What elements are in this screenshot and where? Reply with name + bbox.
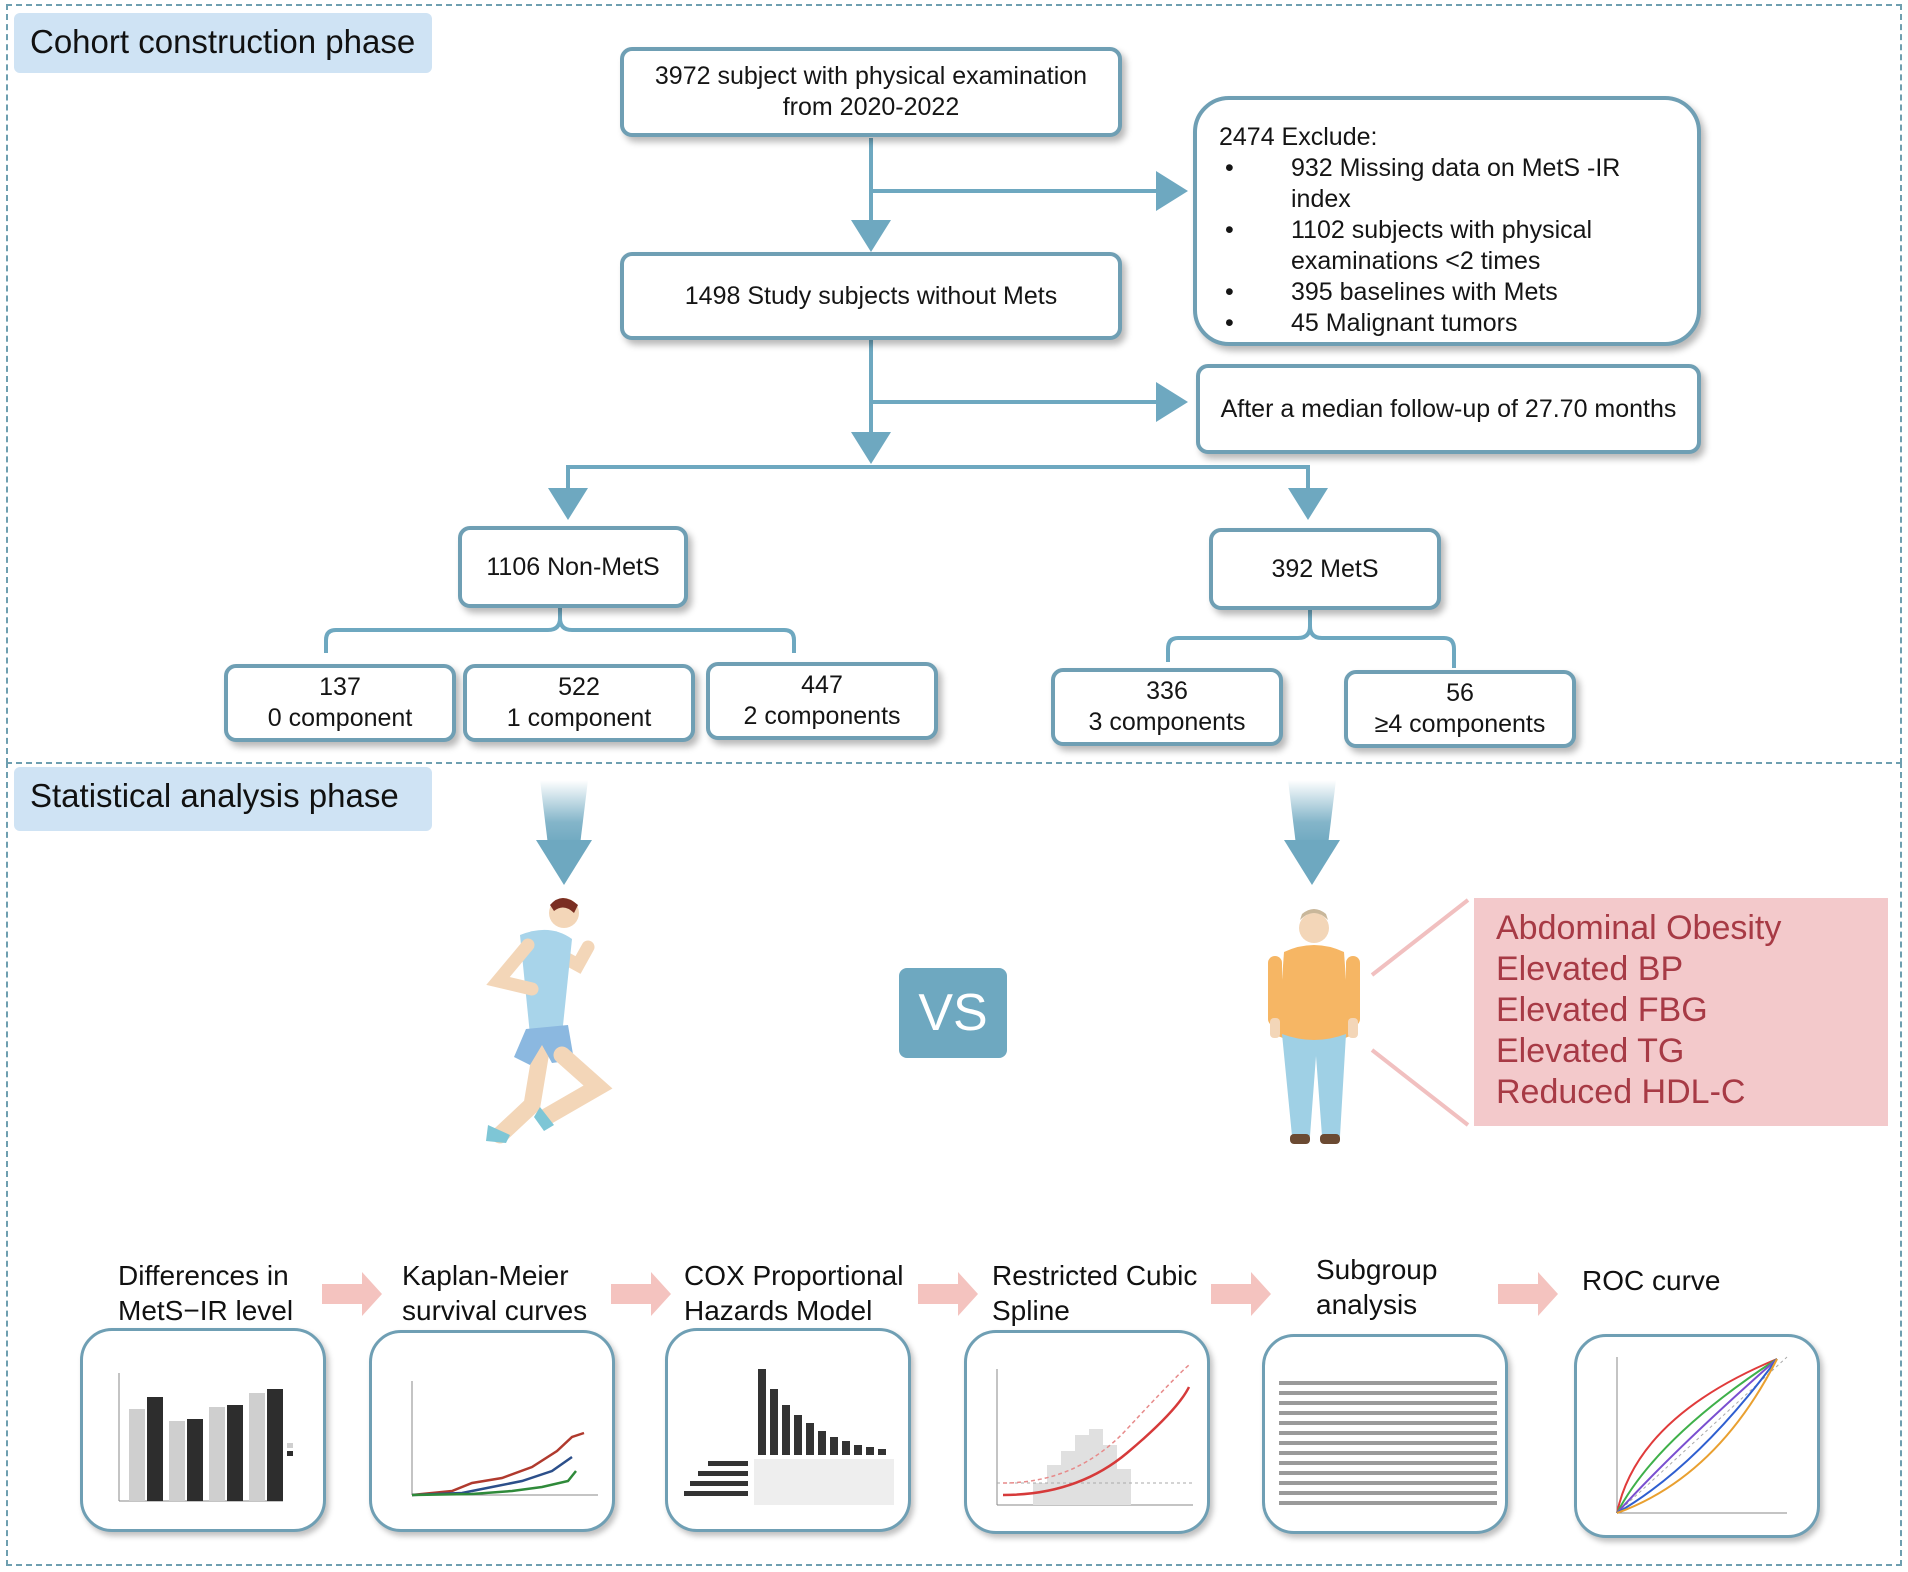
component-box-1: 522 1 component (463, 664, 695, 742)
mets-box: 392 MetS (1209, 528, 1441, 610)
bar-chart-thumbnail (80, 1328, 326, 1532)
forest-table-thumbnail (1262, 1334, 1508, 1534)
nonmets-box: 1106 Non-MetS (458, 526, 688, 608)
vs-badge: VS (899, 968, 1007, 1058)
study-subjects-box: 1498 Study subjects without Mets (620, 252, 1122, 340)
step-label-rcs: Restricted Cubic Spline (992, 1260, 1198, 1326)
exclusion-item: • 1102 subjects with physical examinatio… (1225, 216, 1593, 275)
mets-brace (1166, 610, 1456, 668)
component-box-0: 137 0 component (224, 664, 456, 742)
criterion-item: Reduced HDL-C (1496, 1073, 1746, 1111)
component-box-3: 336 3 components (1051, 668, 1283, 746)
exclusion-box: 2474 Exclude: • 932 Missing data on MetS… (1193, 96, 1701, 346)
criterion-item: Elevated FBG (1496, 991, 1708, 1029)
component-box-2: 447 2 components (706, 662, 938, 740)
step-label-kaplan-meier: Kaplan-Meier survival curves (402, 1260, 588, 1326)
mets-text: 392 MetS (1271, 554, 1379, 583)
statistical-analysis-panel (6, 762, 1902, 1566)
mets-criteria-box: Abdominal Obesity Elevated BP Elevated F… (1474, 898, 1888, 1126)
step-label-subgroup: Subgroup analysis (1316, 1254, 1438, 1320)
nonmets-text: 1106 Non-MetS (486, 552, 660, 581)
component-box-4: 56 ≥4 components (1344, 670, 1576, 748)
spline-thumbnail (964, 1330, 1210, 1534)
exclusion-heading: 2474 Exclude: (1219, 123, 1378, 151)
roc-thumbnail (1574, 1334, 1820, 1538)
start-cohort-box: 3972 subject with physical examination f… (620, 47, 1122, 137)
step-label-differences: Differences in MetS−IR level (118, 1260, 294, 1326)
exclusion-item: • 395 baselines with Mets (1225, 278, 1558, 306)
criterion-item: Elevated BP (1496, 950, 1684, 988)
exclusion-item: • 45 Malignant tumors (1225, 309, 1518, 337)
stat-phase-label: Statistical analysis phase (14, 767, 432, 831)
criteria-pointer-top (1370, 898, 1470, 977)
criteria-pointer-bottom (1370, 1048, 1470, 1127)
step-label-roc: ROC curve (1582, 1265, 1721, 1296)
followup-box: After a median follow-up of 27.70 months (1196, 364, 1701, 454)
cohort-phase-label: Cohort construction phase (14, 13, 432, 73)
study-subjects-text: 1498 Study subjects without Mets (684, 281, 1058, 310)
start-line1: 3972 subject with physical examination (654, 62, 1088, 90)
step-label-cox: COX Proportional Hazards Model (684, 1260, 904, 1326)
criterion-item: Abdominal Obesity (1496, 909, 1782, 947)
down-arrow-left (536, 780, 592, 885)
start-line2: from 2020-2022 (782, 93, 960, 121)
split-connector (566, 465, 1310, 508)
exclusion-item: • 932 Missing data on MetS -IR index (1225, 154, 1621, 213)
down-arrow-right (1284, 780, 1340, 885)
nonmets-brace (324, 608, 796, 653)
criterion-item: Elevated TG (1496, 1032, 1685, 1070)
km-curve-thumbnail (369, 1330, 615, 1532)
step-arrows (322, 1272, 1558, 1316)
followup-text: After a median follow-up of 27.70 months (1220, 394, 1677, 423)
upset-plot-thumbnail (665, 1328, 911, 1532)
